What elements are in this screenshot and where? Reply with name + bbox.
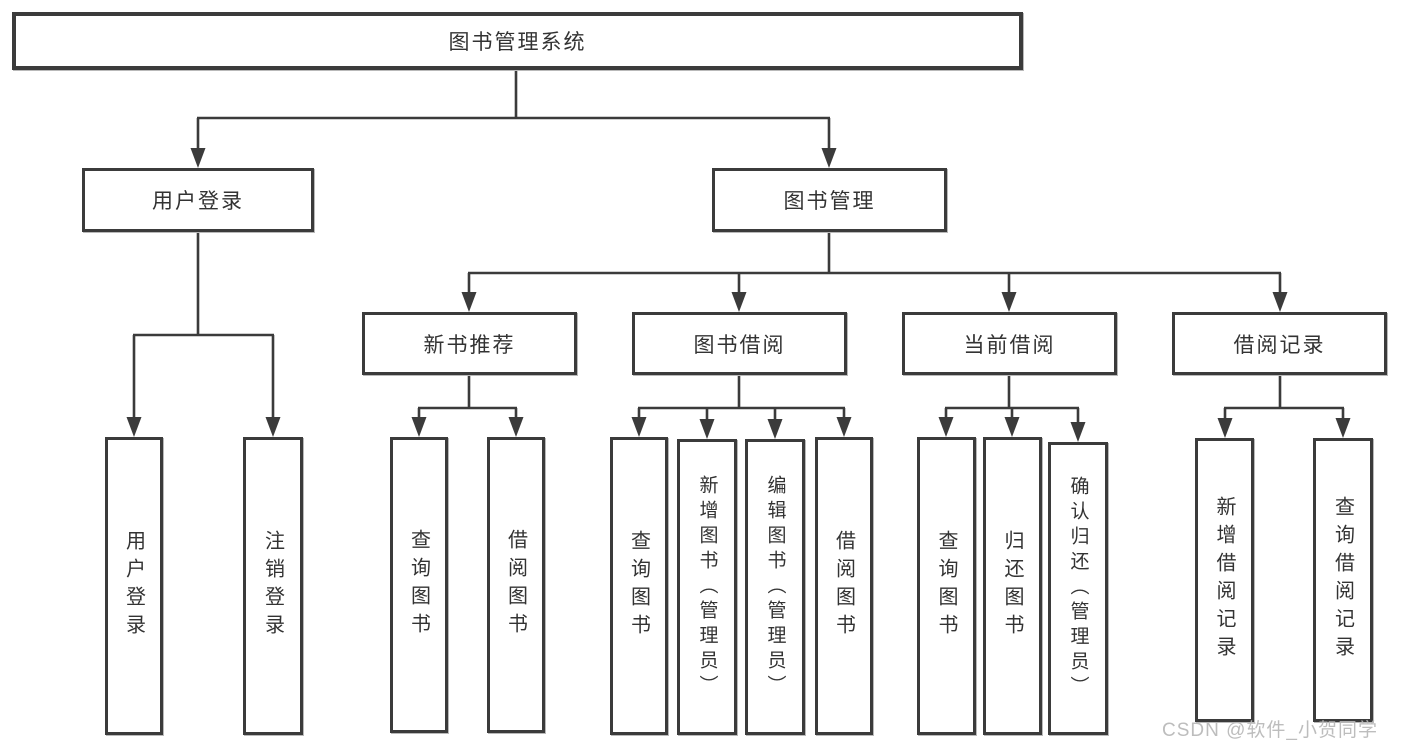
- arrowheads: [126, 148, 1351, 442]
- node-new-book-recommend-label: 新书推荐: [423, 333, 516, 357]
- leaf-current-confirm-admin: 确认归还（管理员）: [1048, 442, 1108, 735]
- leaf-records-query: 查询借阅记录: [1313, 438, 1373, 722]
- node-new-book-recommend: 新书推荐: [362, 312, 577, 375]
- node-user-login-label: 用户登录: [152, 190, 244, 213]
- node-borrow-records-label: 借阅记录: [1233, 333, 1326, 357]
- leaf-logout: 注销登录: [243, 437, 303, 735]
- leaf-borrow-add-admin: 新增图书（管理员）: [677, 439, 737, 735]
- node-current-borrow-label: 当前借阅: [963, 333, 1056, 357]
- node-user-login: 用户登录: [82, 168, 314, 232]
- node-borrow-records: 借阅记录: [1172, 312, 1387, 375]
- leaf-current-return: 归还图书: [983, 437, 1042, 735]
- leaf-newbook-query: 查询图书: [390, 437, 448, 733]
- node-book-manage-label: 图书管理: [783, 190, 876, 213]
- leaf-borrow-edit-admin: 编辑图书（管理员）: [745, 439, 805, 735]
- node-library-system-label: 图书管理系统: [448, 31, 587, 54]
- node-book-manage: 图书管理: [712, 168, 947, 232]
- leaf-newbook-borrow: 借阅图书: [487, 437, 545, 733]
- leaf-borrow-query: 查询图书: [610, 437, 668, 735]
- node-book-borrow: 图书借阅: [632, 312, 847, 375]
- leaf-user-login: 用户登录: [105, 437, 163, 735]
- leaf-current-query: 查询图书: [917, 437, 976, 735]
- leaf-records-add: 新增借阅记录: [1195, 438, 1254, 722]
- node-book-borrow-label: 图书借阅: [693, 333, 786, 357]
- csdn-watermark: CSDN @软件_小贺同学: [1162, 720, 1378, 741]
- node-current-borrow: 当前借阅: [902, 312, 1117, 375]
- node-library-system: 图书管理系统: [12, 12, 1023, 70]
- leaf-borrow-book: 借阅图书: [815, 437, 873, 735]
